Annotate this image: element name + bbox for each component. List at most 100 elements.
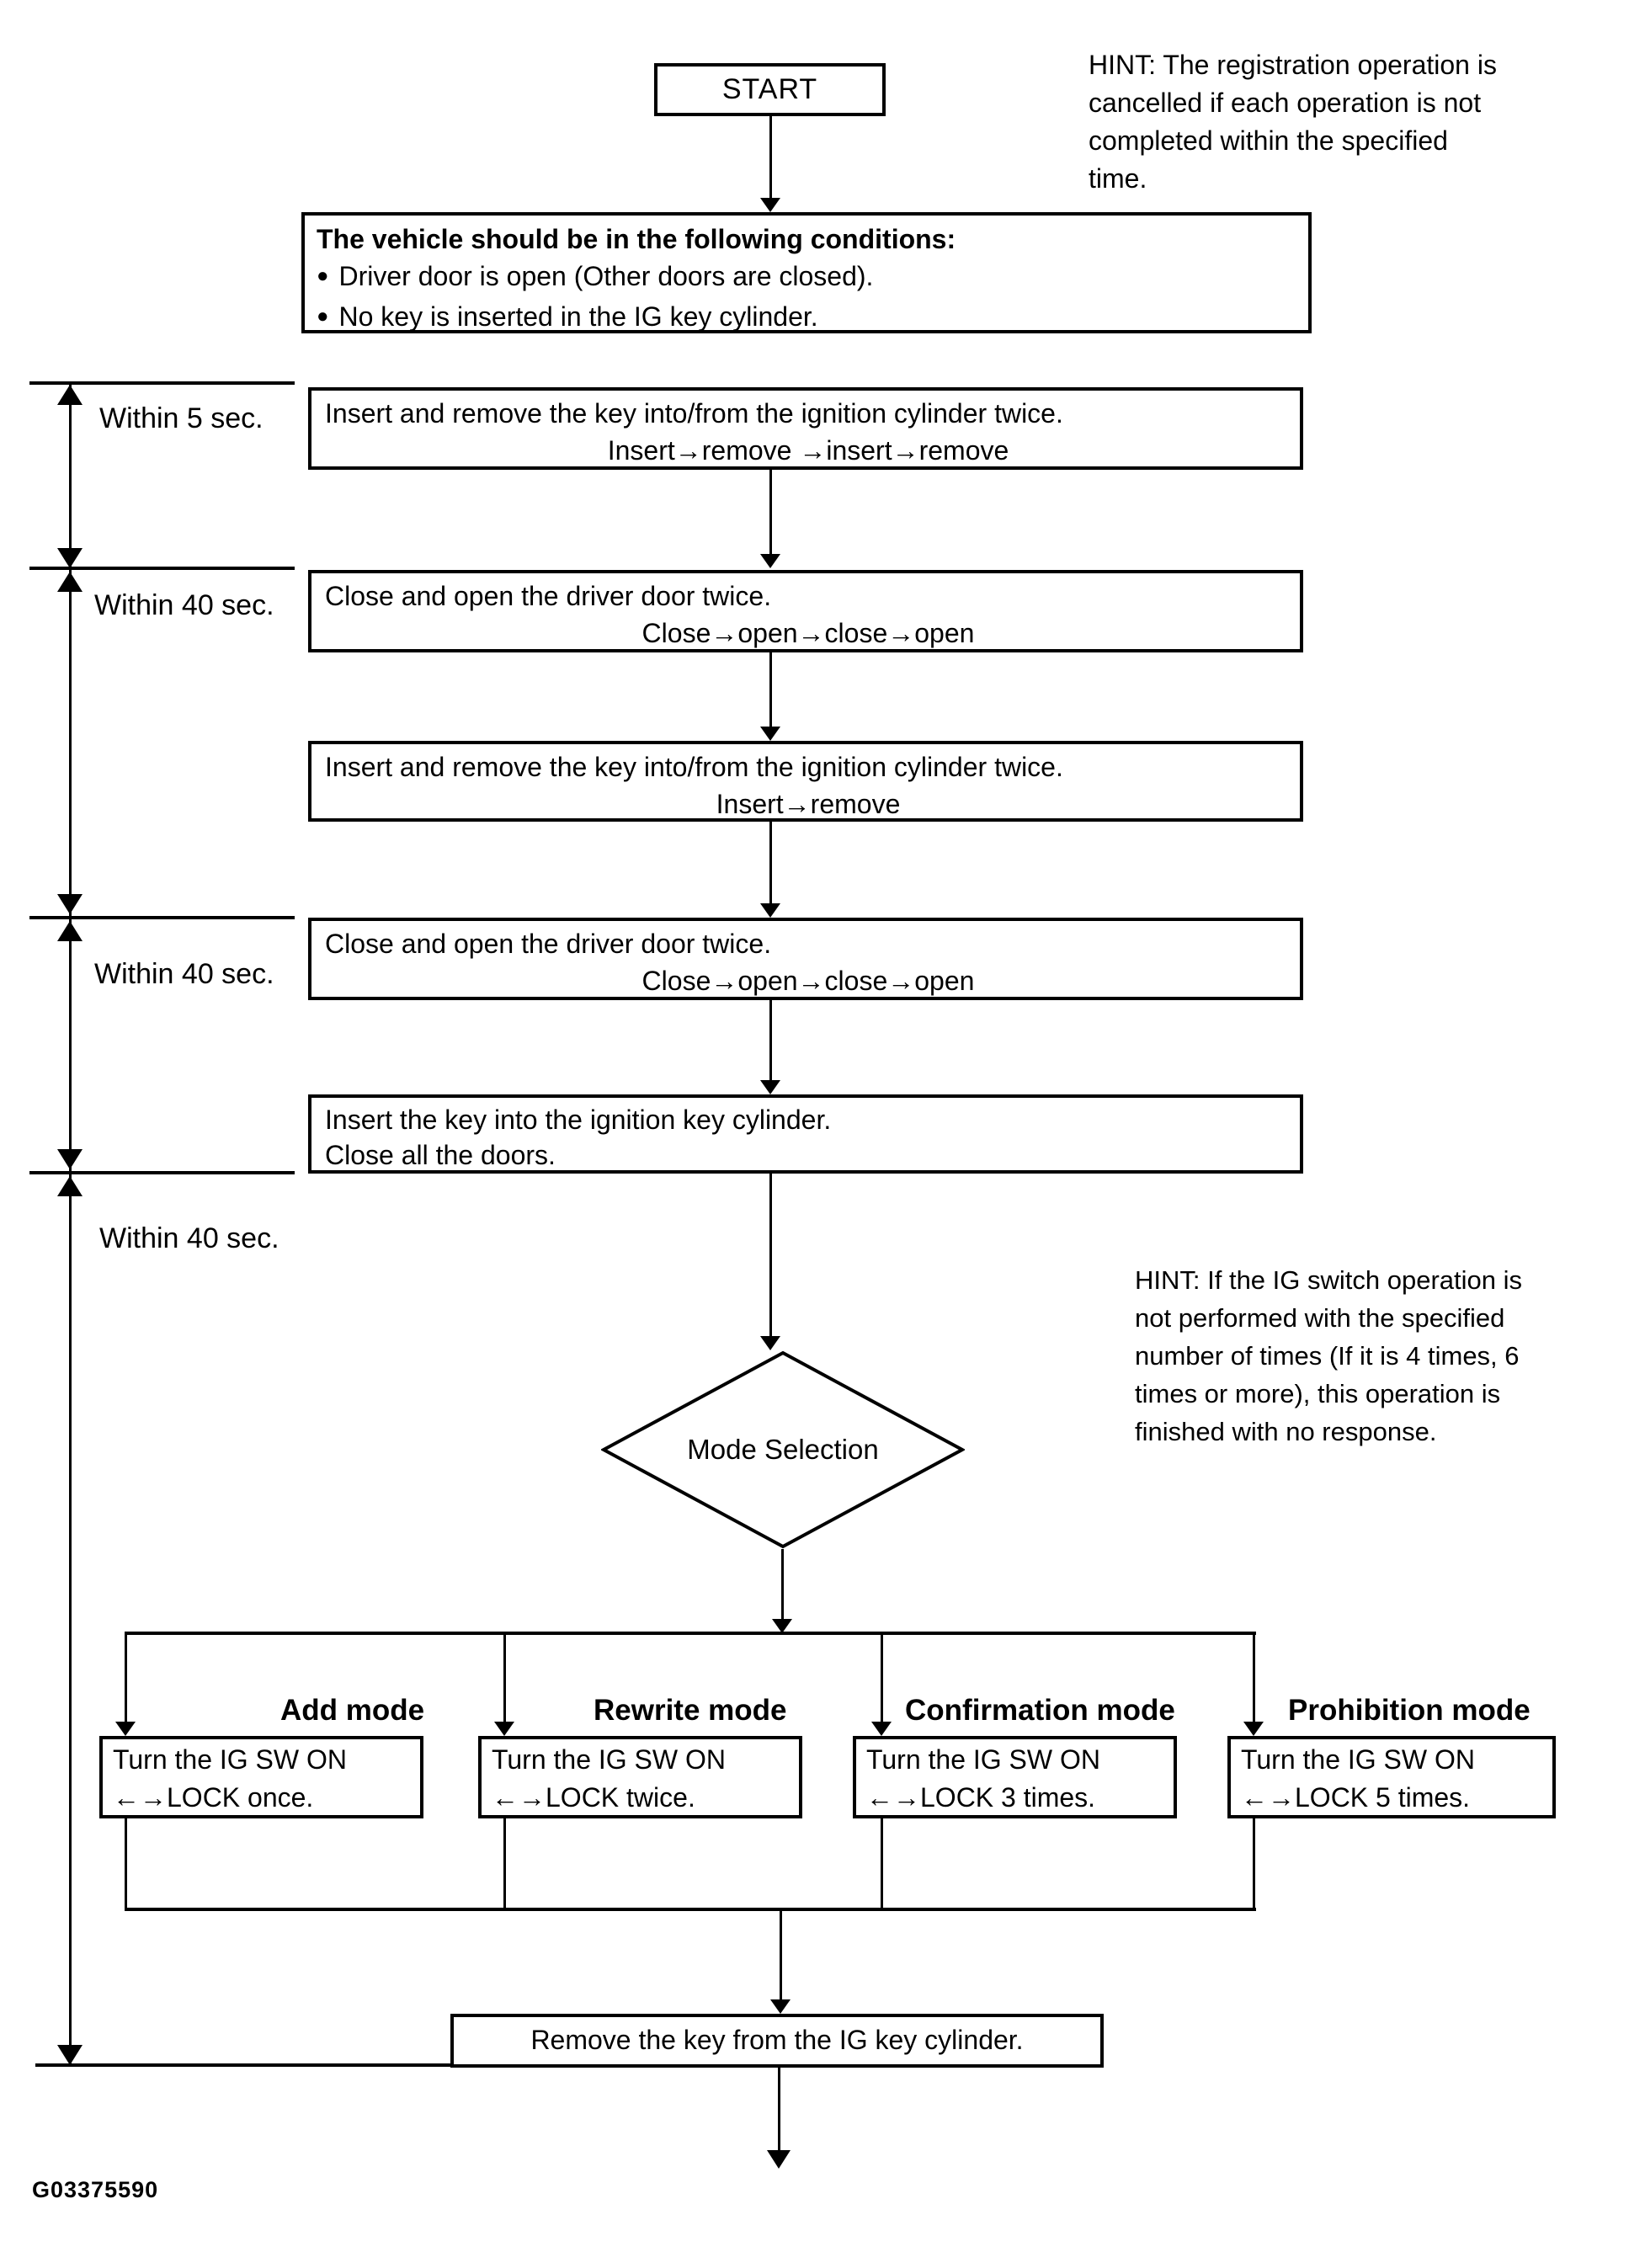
hint-ig-switch: HINT: If the IG switch operation is not …: [1135, 1265, 1523, 1446]
arrowhead-up-icon: [57, 921, 83, 941]
process-box-insert-remove-once: Insert and remove the key into/from the …: [308, 741, 1303, 822]
step-line2: Close→open→close→open: [641, 618, 975, 648]
mode-label-confirmation: Confirmation mode: [905, 1694, 1175, 1727]
mode-line2: ←→LOCK 3 times.: [866, 1782, 1096, 1813]
mode-box-prohibition: Turn the IG SW ON ←→LOCK 5 times.: [1227, 1736, 1556, 1818]
start-node: START: [654, 63, 886, 116]
merge-line: [881, 1818, 883, 1909]
arrowhead-down-icon: [760, 198, 780, 212]
process-box-close-open-door: Close and open the driver door twice. Cl…: [308, 570, 1303, 652]
mode-selection-diamond: Mode Selection: [601, 1350, 965, 1549]
bracket-tick-line: [29, 567, 295, 570]
flow-line: [769, 822, 772, 906]
arrowhead-down-icon: [115, 1722, 136, 1736]
condition-item-text: Driver door is open (Other doors are clo…: [338, 261, 874, 291]
arrowhead-down-icon: [760, 903, 780, 918]
mode-label-rewrite: Rewrite mode: [594, 1694, 787, 1727]
process-box-insert-remove-twice: Insert and remove the key into/from the …: [308, 387, 1303, 470]
step-line1: Insert and remove the key into/from the …: [325, 752, 1063, 782]
timing-bracket-line: [69, 385, 72, 568]
timing-bracket-line: [69, 919, 72, 1171]
timing-bracket-line: [69, 570, 72, 916]
flow-line: [769, 116, 772, 200]
mode-line1: Turn the IG SW ON: [866, 1744, 1100, 1775]
mode-box-rewrite: Turn the IG SW ON ←→LOCK twice.: [478, 1736, 802, 1818]
timing-bracket-line: [69, 1174, 72, 2063]
step-line1: Close and open the driver door twice.: [325, 581, 772, 611]
step-line2: Close all the doors.: [325, 1140, 556, 1170]
step-line1: Insert and remove the key into/from the …: [325, 398, 1063, 429]
arrowhead-down-icon: [760, 727, 780, 741]
flow-line: [780, 1911, 782, 1999]
arrowhead-down-icon: [767, 2150, 791, 2169]
timing-label-5sec: Within 5 sec.: [99, 402, 264, 434]
bracket-tick-line: [29, 381, 295, 385]
diamond-shape-icon: [601, 1350, 965, 1549]
step-line1: Close and open the driver door twice.: [325, 929, 772, 959]
branch-distribution-line: [125, 1632, 1256, 1635]
bracket-tick-line: [35, 2063, 450, 2067]
arrowhead-down-icon: [57, 2045, 83, 2065]
condition-item: ● Driver door is open (Other doors are c…: [317, 258, 1300, 298]
final-step-label: Remove the key from the IG key cylinder.: [530, 2025, 1024, 2055]
process-box-insert-key-close-doors: Insert the key into the ignition key cyl…: [308, 1094, 1303, 1174]
arrowhead-down-icon: [57, 894, 83, 914]
flow-line: [769, 1000, 772, 1083]
condition-item-text: No key is inserted in the IG key cylinde…: [338, 301, 818, 332]
arrowhead-down-icon: [772, 1619, 792, 1633]
arrowhead-down-icon: [760, 554, 780, 568]
bullet-icon: ●: [317, 305, 329, 327]
hint-registration: HINT: The registration operation is canc…: [1089, 50, 1497, 194]
branch-line: [881, 1635, 883, 1722]
conditions-title: The vehicle should be in the following c…: [317, 224, 956, 254]
mode-label-prohibition: Prohibition mode: [1288, 1694, 1531, 1727]
arrowhead-up-icon: [57, 1176, 83, 1196]
exit-flow-line: [778, 2068, 780, 2152]
arrowhead-down-icon: [760, 1080, 780, 1094]
arrowhead-down-icon: [494, 1722, 514, 1736]
decision-label: Mode Selection: [687, 1434, 879, 1465]
arrowhead-up-icon: [57, 572, 83, 592]
step-line1: Insert the key into the ignition key cyl…: [325, 1105, 832, 1135]
arrowhead-down-icon: [1243, 1722, 1264, 1736]
arrowhead-down-icon: [57, 548, 83, 568]
mode-line1: Turn the IG SW ON: [113, 1744, 347, 1775]
figure-code: G03375590: [32, 2177, 159, 2202]
arrowhead-down-icon: [871, 1722, 892, 1736]
flow-line: [769, 470, 772, 554]
flow-line: [781, 1549, 784, 1621]
branch-line: [503, 1635, 506, 1722]
merge-collector-line: [125, 1908, 1256, 1911]
flow-line: [769, 1174, 772, 1339]
merge-line: [503, 1818, 506, 1909]
arrowhead-down-icon: [57, 1149, 83, 1169]
merge-line: [125, 1818, 127, 1909]
timing-label-40sec-3: Within 40 sec.: [99, 1222, 279, 1254]
step-line2: Close→open→close→open: [641, 966, 975, 996]
bracket-tick-line: [29, 916, 295, 919]
start-label: START: [721, 73, 818, 105]
mode-label-add: Add mode: [280, 1694, 425, 1727]
process-box-close-open-door-2: Close and open the driver door twice. Cl…: [308, 918, 1303, 1000]
mode-line1: Turn the IG SW ON: [1241, 1744, 1475, 1775]
bracket-tick-line: [29, 1171, 295, 1174]
process-box-remove-key: Remove the key from the IG key cylinder.: [450, 2014, 1104, 2068]
branch-line: [1253, 1635, 1255, 1722]
arrowhead-down-icon: [770, 1999, 791, 2014]
mode-box-confirmation: Turn the IG SW ON ←→LOCK 3 times.: [853, 1736, 1177, 1818]
timing-label-40sec-2: Within 40 sec.: [94, 958, 274, 990]
mode-line2: ←→LOCK 5 times.: [1241, 1782, 1471, 1813]
conditions-box: The vehicle should be in the following c…: [301, 212, 1312, 333]
mode-line1: Turn the IG SW ON: [492, 1744, 726, 1775]
flow-line: [769, 652, 772, 728]
arrowhead-down-icon: [760, 1336, 780, 1350]
condition-item: ● No key is inserted in the IG key cylin…: [317, 298, 1300, 338]
branch-line: [125, 1635, 127, 1722]
arrowhead-up-icon: [57, 385, 83, 405]
mode-line2: ←→LOCK twice.: [492, 1782, 695, 1813]
mode-box-add: Turn the IG SW ON ←→LOCK once.: [99, 1736, 423, 1818]
bullet-icon: ●: [317, 264, 329, 287]
step-line2: Insert→remove: [716, 789, 901, 819]
mode-line2: ←→LOCK once.: [113, 1782, 314, 1813]
